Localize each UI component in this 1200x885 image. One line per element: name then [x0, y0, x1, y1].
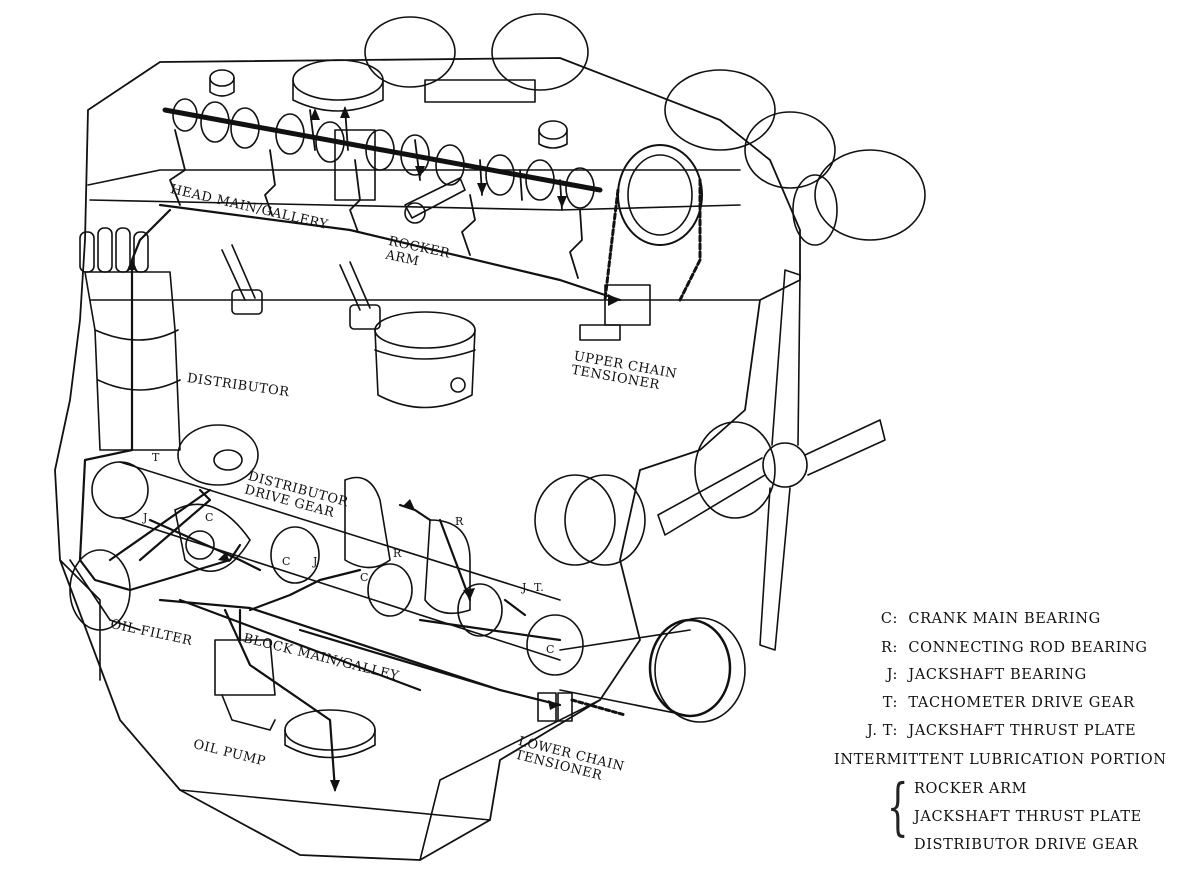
marker-crank-3: C: [360, 571, 369, 584]
oil-pump-assembly: [69, 549, 376, 759]
legend-intermittent-item: ROCKER ARM: [914, 781, 1028, 797]
legend-row-crank: C: CRANK MAIN BEARING: [862, 612, 1101, 627]
marker-rod-1: R: [393, 547, 402, 560]
legend-code: T:: [882, 695, 898, 711]
rocker-arm-part: [404, 177, 466, 224]
legend-intermittent-item: JACKSHAFT THRUST PLATE: [914, 809, 1142, 825]
head-feed-zigzags: [169, 107, 583, 279]
crank-pulleys: [534, 474, 746, 723]
legend-row-thrust-plate: J. T: JACKSHAFT THRUST PLATE: [862, 724, 1136, 739]
marker-jackshaft-2: J: [313, 555, 318, 568]
marker-rod-2: R: [455, 515, 464, 528]
cam-sprocket-chain: [579, 144, 703, 341]
legend-row-rod: R: CONNECTING ROD BEARING: [862, 641, 1148, 656]
legend-text: CRANK MAIN BEARING: [908, 611, 1101, 627]
legend-row-jackshaft: J: JACKSHAFT BEARING: [862, 668, 1087, 683]
intake-horns: [364, 13, 926, 246]
engine-block-outline: [54, 57, 801, 861]
camshaft: [162, 98, 603, 209]
legend-code: R:: [880, 640, 898, 656]
legend-text: JACKSHAFT BEARING: [908, 667, 1087, 683]
head-top-details: [209, 59, 568, 149]
legend-text: JACKSHAFT THRUST PLATE: [908, 723, 1137, 739]
legend-code: C:: [880, 611, 898, 627]
oil-passages: [78, 203, 622, 792]
legend-text: CONNECTING ROD BEARING: [908, 640, 1148, 656]
legend-intermittent-title: INTERMITTENT LUBRICATION PORTION: [834, 752, 1167, 768]
distributor-body: [79, 227, 181, 451]
piston: [374, 311, 476, 409]
marker-jackshaft-thrust: J. T.: [522, 581, 545, 594]
marker-crank-1: C: [205, 511, 214, 524]
marker-crank-4: C: [546, 643, 555, 656]
marker-tachometer: T: [152, 451, 160, 464]
legend-code: J:: [886, 667, 898, 683]
marker-jackshaft-1: J: [143, 511, 148, 524]
legend-intermittent-item: DISTRIBUTOR DRIVE GEAR: [914, 837, 1139, 853]
legend-row-tachometer: T: TACHOMETER DRIVE GEAR: [862, 696, 1135, 711]
legend-text: TACHOMETER DRIVE GEAR: [908, 695, 1135, 711]
flow-arrows: [127, 106, 620, 792]
marker-crank-2: C: [282, 555, 291, 568]
cooling-fan: [657, 269, 886, 651]
legend-brace: {: [886, 770, 909, 843]
legend-code: J. T:: [867, 723, 898, 739]
spark-plugs: [221, 244, 381, 330]
crankshaft: [91, 424, 584, 676]
